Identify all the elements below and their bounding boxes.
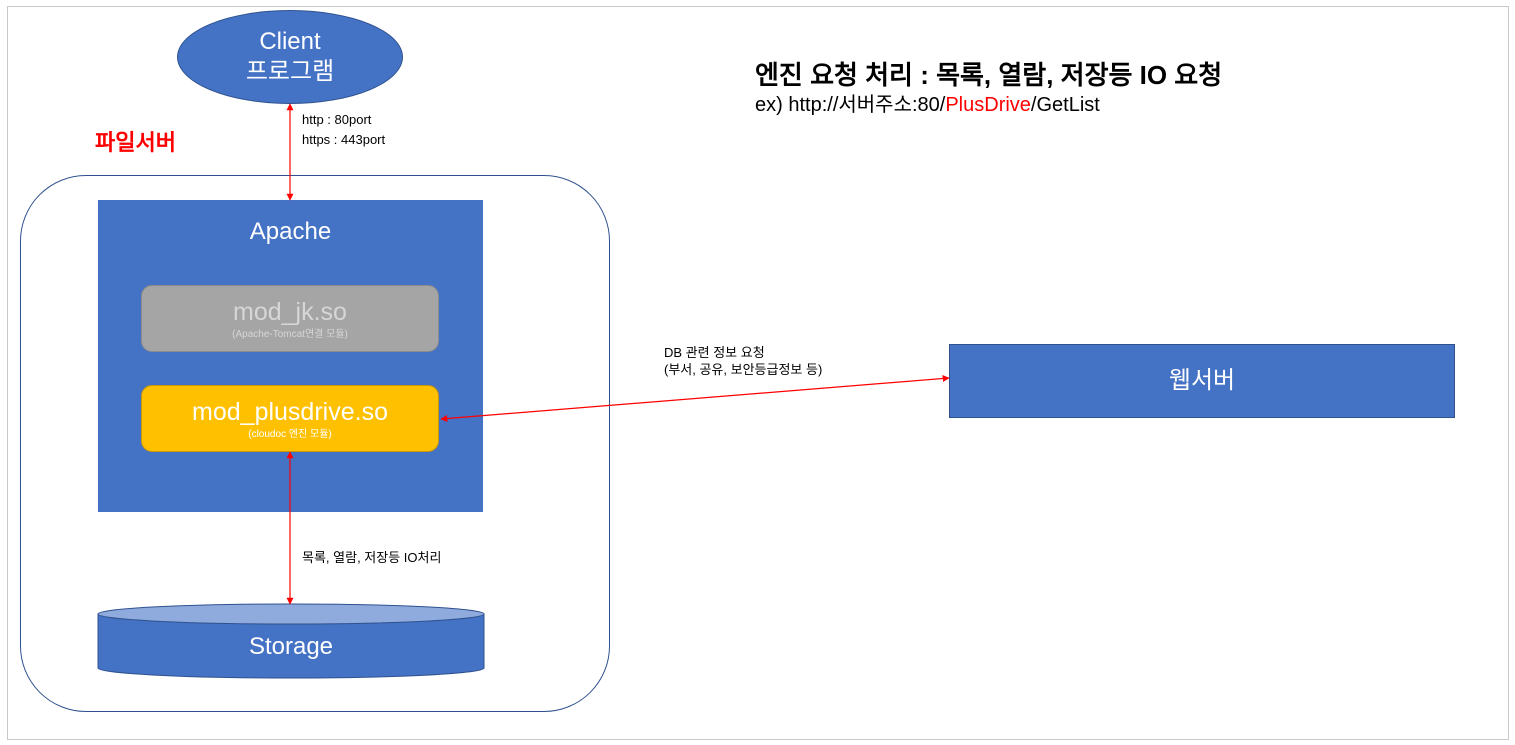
slide-frame [7, 6, 1509, 740]
module-name: mod_jk.so [233, 298, 347, 326]
file-server-label: 파일서버 [95, 130, 176, 155]
storage-label: Storage [248, 633, 334, 660]
web-server-node: 웹서버 [949, 344, 1455, 418]
web-connection-label: DB 관련 정보 요청 (부서, 공유, 보안등급정보 등) [664, 344, 822, 378]
client-connection-http: http : 80port [302, 112, 372, 127]
module-description: (cloudoc 엔진 모듈) [248, 429, 332, 440]
storage-cylinder-body [97, 613, 485, 679]
storage-connection-label: 목록, 열람, 저장등 IO처리 [302, 550, 442, 565]
apache-title: Apache [249, 218, 332, 245]
web-connection-line1: DB 관련 정보 요청 [664, 345, 765, 360]
example-url-highlight: PlusDrive [945, 94, 1031, 116]
client-label-line1: Client [259, 28, 321, 55]
module-mod-jk: mod_jk.so (Apache-Tomcat연결 모듈) [141, 285, 439, 352]
storage-cylinder [97, 603, 485, 679]
example-url: ex) http://서버주소:80/PlusDrive/GetList [755, 91, 1100, 119]
client-label-line2: 프로그램 [245, 58, 335, 85]
example-url-suffix: /GetList [1030, 94, 1100, 116]
module-mod-plusdrive: mod_plusdrive.so (cloudoc 엔진 모듈) [141, 385, 439, 452]
diagram-title: 엔진 요청 처리 : 목록, 열람, 저장등 IO 요청 [755, 60, 1223, 90]
module-name: mod_plusdrive.so [192, 398, 388, 426]
client-connection-https: https : 443port [302, 132, 386, 147]
storage-cylinder-top [97, 603, 485, 625]
module-description: (Apache-Tomcat연결 모듈) [232, 329, 348, 340]
client-connection-label: http : 80port https : 443port [302, 110, 385, 150]
apache-node: Apache mod_jk.so (Apache-Tomcat연결 모듈) mo… [98, 200, 483, 512]
client-program-node: Client 프로그램 [177, 10, 403, 104]
web-connection-line2: (부서, 공유, 보안등급정보 등) [664, 362, 823, 377]
example-url-prefix: ex) http://서버주소:80/ [755, 94, 946, 116]
